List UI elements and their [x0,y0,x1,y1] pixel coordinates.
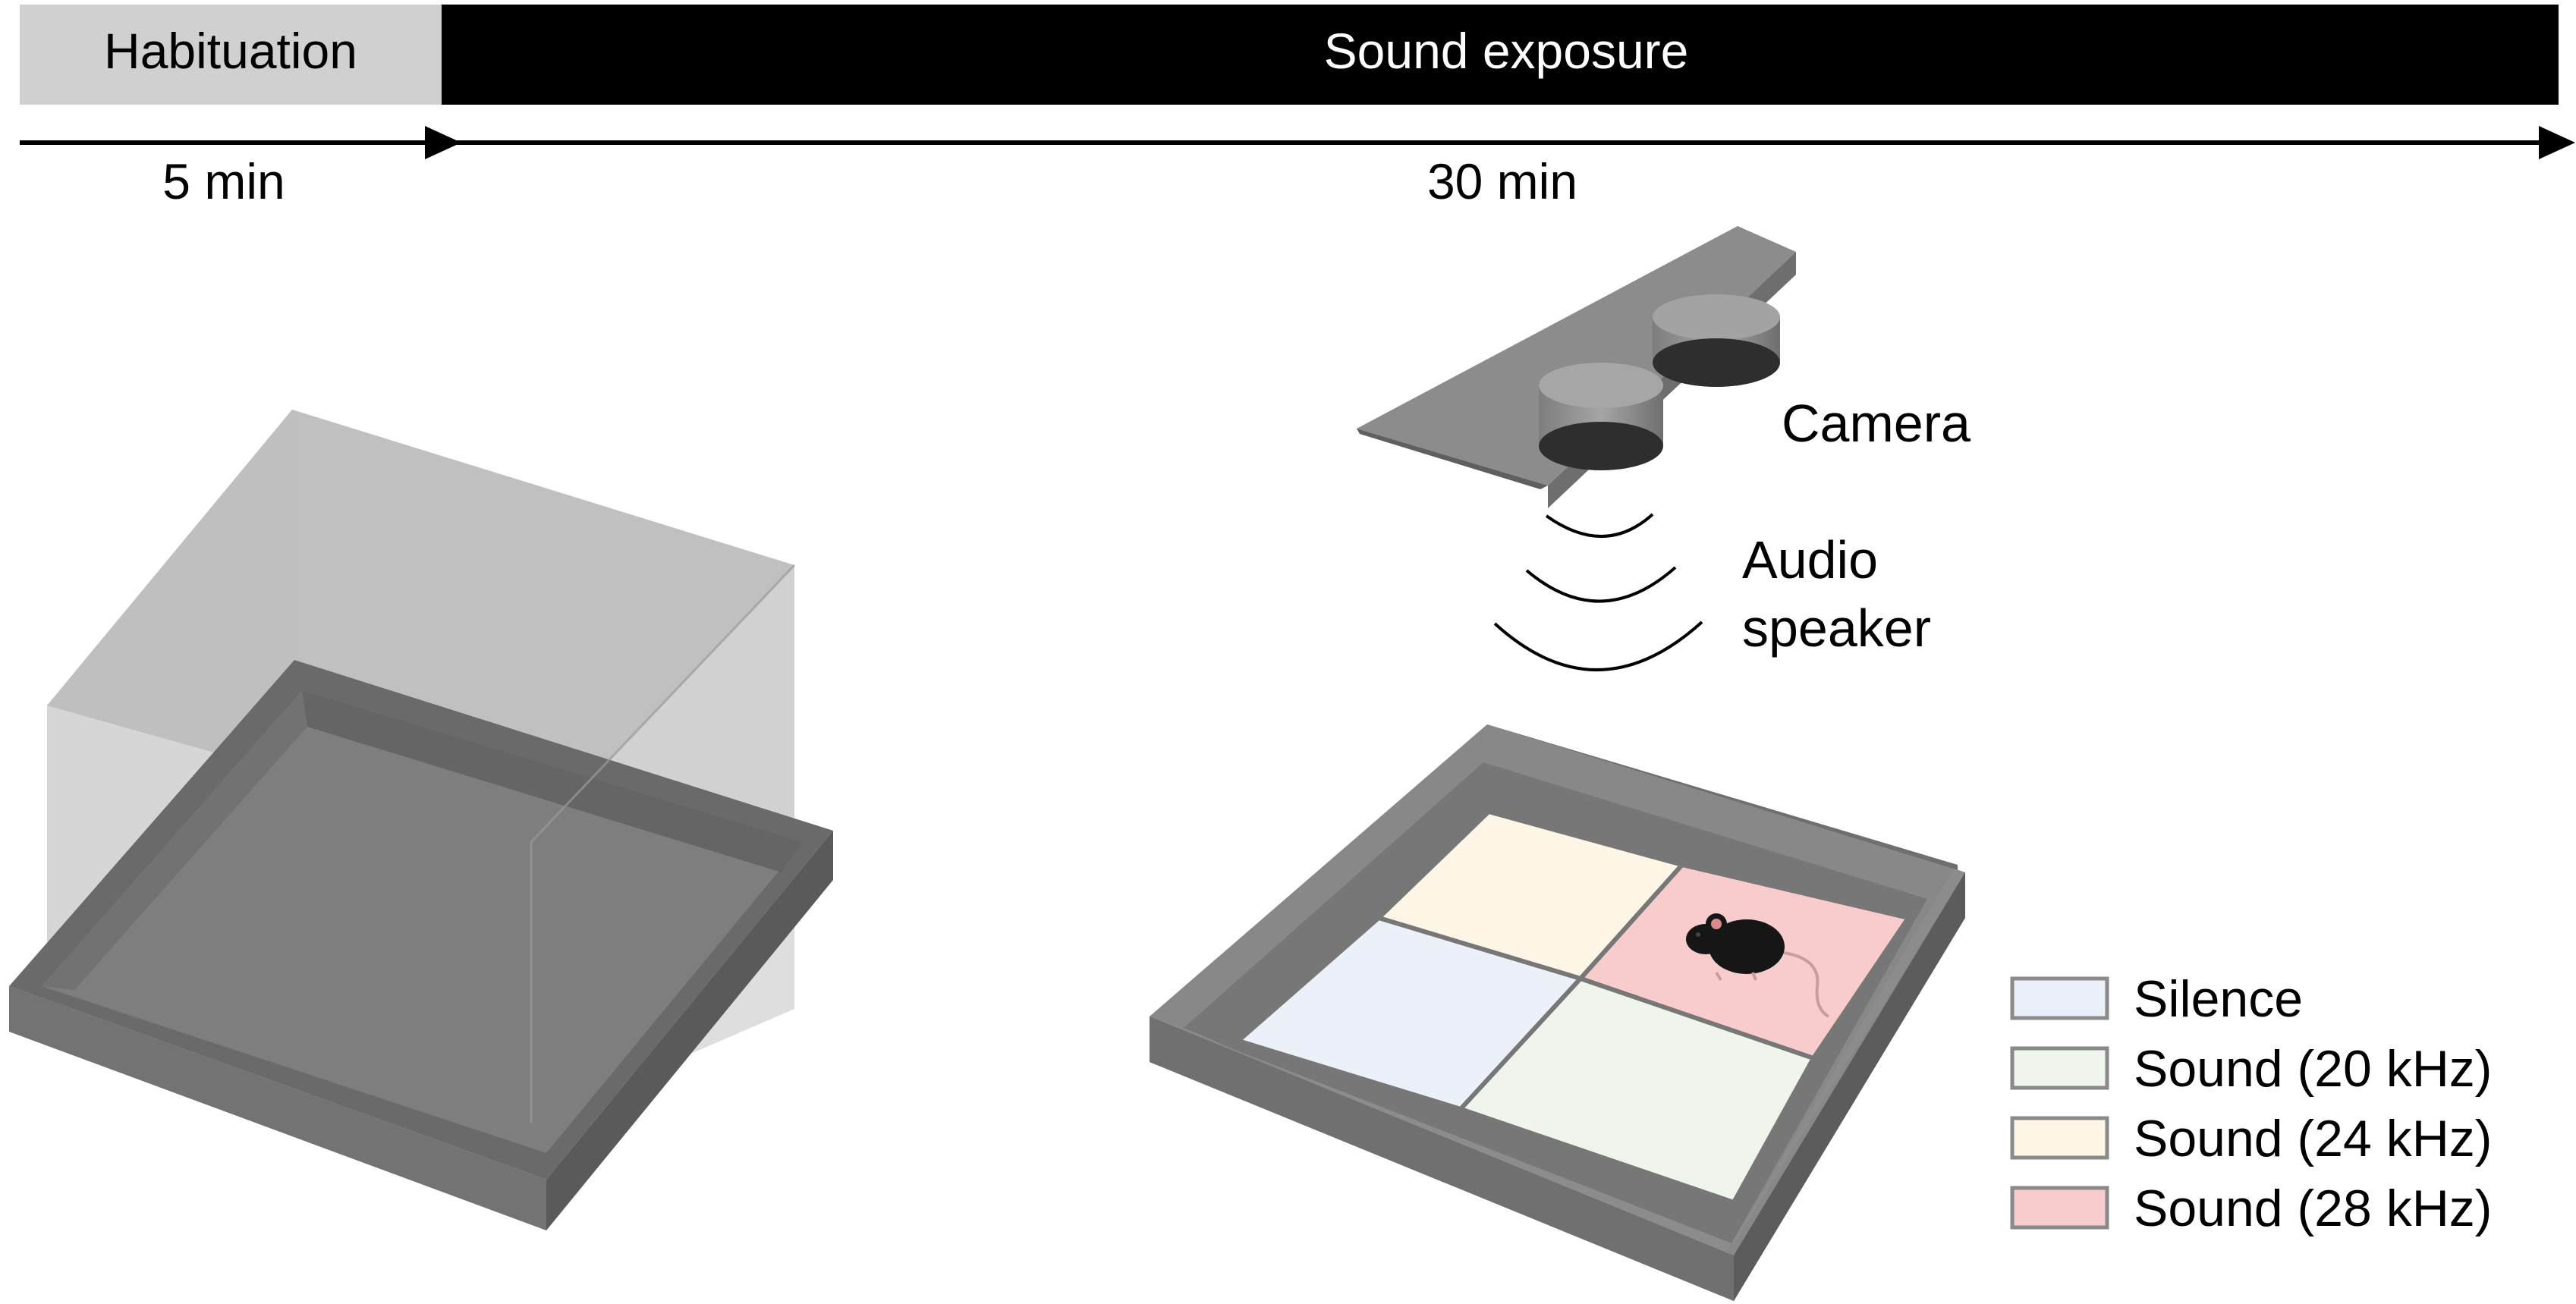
tray-inner-wall-back [302,690,803,872]
sound-wave-2 [1525,566,1677,603]
timeline-arrow-5min [425,126,461,159]
sound-exposure-phase-bar [442,5,2559,105]
tray-side-left [9,986,546,1230]
camera-lens-left [1539,363,1663,470]
legend-swatch [2010,1186,2109,1230]
quadrant-sound-20khz [1456,976,1817,1205]
arena-side-left [1150,1016,1734,1301]
sound-wave-icon [1493,513,1703,671]
sound-wave-3 [1493,621,1703,671]
tray-side-right [546,831,833,1230]
legend-swatch [2010,1046,2109,1090]
legend-label: Sound (24 kHz) [2134,1110,2492,1167]
arena-front-rim [1150,869,1965,1259]
timeline-arrow-end [2539,126,2575,159]
arena-side-right [1734,872,1965,1301]
habituation-box [9,410,833,1230]
cover-edge [530,564,796,844]
sound-exposure-duration: 30 min [1427,153,1577,209]
audio-speaker-label-line2: speaker [1742,599,1931,658]
habituation-duration: 5 min [162,153,285,209]
tray-inner-wall-left [42,690,307,990]
legend-label: Sound (20 kHz) [2134,1040,2492,1098]
mouse-icon [1686,913,1830,1018]
legend-swatch [2010,1116,2109,1160]
camera-mount: Camera [1357,226,1971,508]
habituation-phase-bar [20,5,442,105]
mouse-ear-inner [1711,919,1722,929]
camera-label: Camera [1782,394,1971,453]
legend-label: Silence [2134,970,2303,1028]
habituation-label: Habituation [104,23,357,79]
mouse-tail [1779,951,1830,1018]
mount-slab-bottom [1357,429,1548,489]
audio-speaker-label-line1: Audio [1742,530,1878,589]
sound-wave-1 [1545,513,1654,538]
arena-quadrants [1233,809,1912,1205]
mount-slab-top [1357,226,1796,485]
legend-swatch [2010,976,2109,1020]
sound-exposure-label: Sound exposure [1324,23,1689,79]
timeline: Habituation Sound exposure 5 min 30 min [20,5,2575,209]
mouse-eye [1696,932,1700,937]
camera-lens-right [1653,294,1780,387]
legend-label: Sound (28 kHz) [2134,1180,2492,1237]
mouse-feet [1715,971,1757,982]
mouse-body [1709,919,1785,974]
